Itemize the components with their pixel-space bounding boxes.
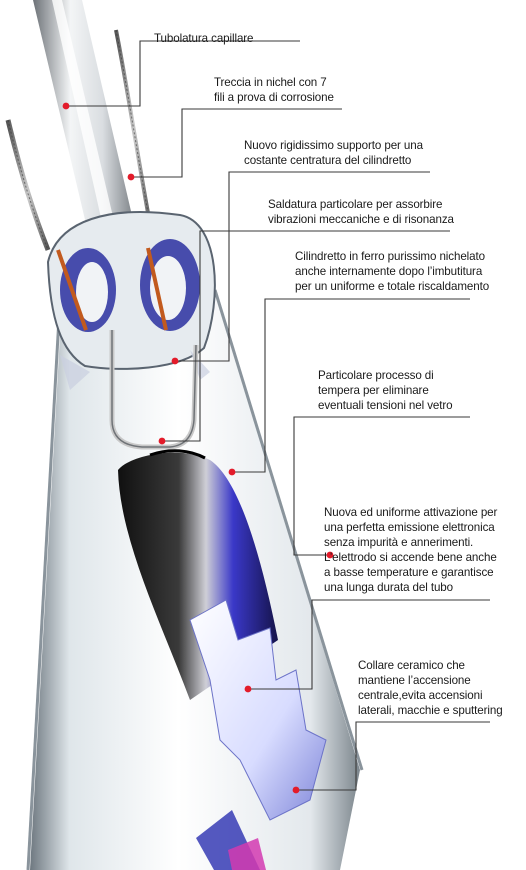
label-supporto: Nuovo rigidissimo supporto per una costa… [244,138,423,168]
dot-cilindretto [229,469,236,476]
label-line: a basse temperature e garantisce [324,565,497,580]
label-line: Nuovo rigidissimo supporto per una [244,138,423,153]
label-line: laterali, macchie e sputtering [358,703,503,718]
dot-collare [293,787,300,794]
label-line: anche internamente dopo l’imbutitura [295,264,489,279]
label-line: Saldatura particolare per assorbire [268,197,454,212]
label-saldatura: Saldatura particolare per assorbire vibr… [268,197,454,227]
label-line: Treccia in nichel con 7 [214,75,334,90]
label-line: costante centratura del cilindretto [244,153,423,168]
label-line: Cilindretto in ferro purissimo nichelato [295,249,489,264]
label-line: per un uniforme e totale riscaldamento [295,279,489,294]
label-line: vibrazioni meccaniche e di risonanza [268,212,454,227]
dot-saldatura [159,438,166,445]
dot-tubolatura [63,103,70,110]
label-line: Nuova ed uniforme attivazione per [324,505,497,520]
label-line: L’elettrodo si accende bene anche [324,550,497,565]
label-treccia: Treccia in nichel con 7 fili a prova di … [214,75,334,105]
label-collare: Collare ceramico che mantiene l’accensio… [358,658,503,718]
label-line: Particolare processo di [318,368,452,383]
label-line: mantiene l’accensione [358,673,503,688]
label-line: una lunga durata del tubo [324,580,497,595]
label-line: tempera per eliminare [318,383,452,398]
label-line: senza impurità e annerimenti. [324,535,497,550]
dot-attivazione [245,686,252,693]
label-line: Collare ceramico che [358,658,503,673]
dot-supporto [172,358,179,365]
label-line: Tubolatura capillare [154,31,253,46]
label-line: una perfetta emissione elettronica [324,520,497,535]
label-line: eventuali tensioni nel vetro [318,398,452,413]
label-tubolatura: Tubolatura capillare [154,31,253,46]
label-cilindretto: Cilindretto in ferro purissimo nichelato… [295,249,489,294]
label-line: fili a prova di corrosione [214,90,334,105]
label-tempera: Particolare processo di tempera per elim… [318,368,452,413]
label-attivazione: Nuova ed uniforme attivazione per una pe… [324,505,497,595]
label-line: centrale,evita accensioni [358,688,503,703]
dot-treccia [128,174,135,181]
